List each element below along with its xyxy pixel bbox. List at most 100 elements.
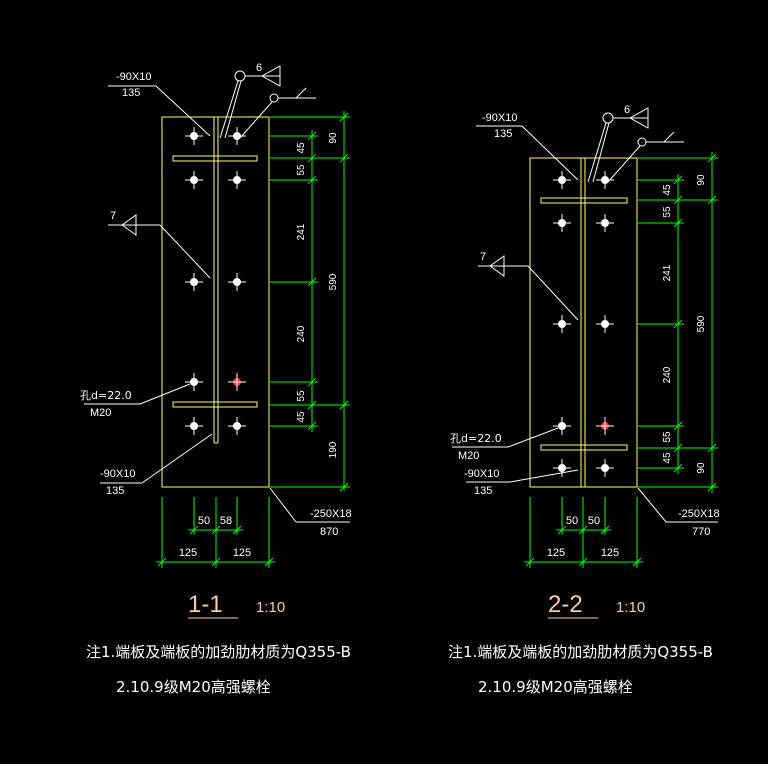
bolt-icon [228,171,246,189]
end-plate-spec-label: -250X18 [678,508,720,520]
stiffener-top [540,197,628,204]
weld-ref-label: 7 [480,251,486,263]
leaders [452,107,718,523]
dim-label: 240 [296,325,307,342]
stiffener-spec-label: -90X10 [482,112,517,124]
bolt-icon [228,273,246,291]
end-plate-length-label: 770 [692,526,710,538]
dimensions-right [270,111,350,492]
bolt-icon [185,417,203,435]
dimension-labels-right: 45 55 241 240 55 45 90 590 190 [296,132,339,458]
dimensions-bottom [156,497,275,568]
tick-marks [307,112,349,492]
bolt-icon [185,273,203,291]
bolt-icon [596,171,614,189]
bolt-label: M20 [458,450,479,462]
hole-label: 孔d=22.0 [450,432,502,445]
dim-label: 125 [601,547,619,559]
dimension-labels-right: 45 55 241 240 55 45 90 590 90 [662,174,707,474]
dim-label: 90 [696,174,707,186]
dim-label: 125 [233,547,251,559]
stiffener-bottom [540,444,628,451]
bolt-icon [553,459,571,477]
bolt-icon [596,214,614,232]
stiffener-length-label: 135 [474,485,492,497]
note-line-2: 2.10.9级M20高强螺栓 [478,678,633,696]
dim-label: 55 [662,206,673,218]
end-plate-outline [161,116,270,488]
dim-label: 45 [296,411,307,423]
dim-label: 590 [696,315,707,332]
dim-label: 590 [328,273,339,290]
dim-label: 58 [220,515,232,527]
leaders [84,65,350,523]
end-plate-outline [529,157,638,488]
view-title: 1-1 [188,591,223,618]
stiffener-length-label: 135 [122,87,140,99]
leader-labels: -90X10 135 6 7 孔d=22.0 M20 -90X10 135 -2… [450,104,720,538]
bolt-icon [185,373,203,391]
dim-label: 190 [328,441,339,458]
dim-label: 125 [179,547,197,559]
note-line-1: 注1.端板及端板的加劲肋材质为Q355-B [86,643,351,661]
dim-label: 125 [547,547,565,559]
note-line-1: 注1.端板及端板的加劲肋材质为Q355-B [448,643,713,661]
stiffener-top [172,155,258,162]
bolt-icon [553,171,571,189]
dim-label: 45 [662,452,673,464]
stiffener-length-label: 135 [106,485,124,497]
dimensions-right [638,152,718,493]
dim-label: 50 [198,515,210,527]
dimension-labels-bottom: 50 50 125 125 [547,515,619,559]
hole-label: 孔d=22.0 [80,389,132,402]
view-scale: 1:10 [616,599,645,616]
dim-label: 90 [696,462,707,474]
bolt-icon [596,459,614,477]
view-2-2: 45 55 241 240 55 45 90 590 90 50 [450,104,720,619]
stiffener-spec-label: -90X10 [464,468,499,480]
end-plate-length-label: 870 [320,526,338,538]
bolt-icon [185,171,203,189]
weld-size-label: 6 [256,62,262,74]
view-title: 2-2 [548,591,583,618]
dim-label: 55 [296,164,307,176]
bolt-icon-highlight [228,373,246,391]
dim-label: 90 [328,132,339,144]
tick-marks [673,153,717,492]
dim-label: 55 [296,390,307,402]
dim-label: 240 [662,366,673,383]
dim-label: 45 [296,142,307,154]
dim-label: 241 [662,264,673,281]
bolt-group [185,127,246,435]
stiffener-bottom [172,401,258,408]
bolt-icon [185,127,203,145]
leader-labels: -90X10 135 6 7 孔d=22.0 M20 -90X10 135 -2… [80,62,352,538]
weld-size-label: 6 [624,104,630,116]
bolt-label: M20 [90,407,111,419]
bolt-icon [596,315,614,333]
bolt-icon [553,417,571,435]
dim-label: 50 [566,515,578,527]
bolt-icon-highlight [596,417,614,435]
dim-label: 50 [588,515,600,527]
stiffener-spec-label: -90X10 [100,468,135,480]
view-scale: 1:10 [256,599,285,616]
dim-label: 45 [662,184,673,196]
stiffener-spec-label: -90X10 [116,71,151,83]
stiffener-length-label: 135 [494,128,512,140]
notes: 注1.端板及端板的加劲肋材质为Q355-B 2.10.9级M20高强螺栓 注1.… [86,643,713,696]
bolt-icon [228,127,246,145]
dimensions-bottom [524,497,643,568]
bolt-icon [228,417,246,435]
dimension-labels-bottom: 50 58 125 125 [179,515,251,559]
bolt-group [553,171,614,477]
end-plate-spec-label: -250X18 [310,508,352,520]
weld-ref-label: 7 [110,210,116,222]
dim-label: 241 [296,223,307,240]
dim-label: 55 [662,431,673,443]
note-line-2: 2.10.9级M20高强螺栓 [116,678,271,696]
bolt-icon [553,315,571,333]
view-1-1: 45 55 241 240 55 45 90 590 190 [80,62,352,619]
bolt-icon [553,214,571,232]
